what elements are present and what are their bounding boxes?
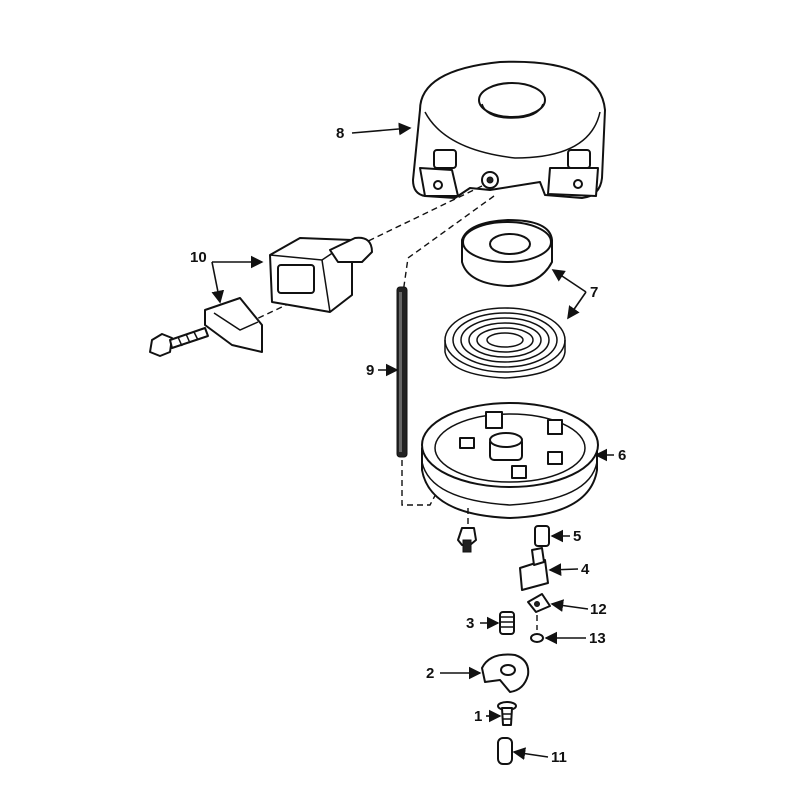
pin (497, 737, 513, 765)
spring-cup (461, 219, 553, 287)
rope-routing-line-2 (401, 195, 495, 301)
callout-3: 3 (466, 615, 474, 632)
callout-12: 12 (590, 601, 607, 618)
starter-pulley (421, 402, 599, 519)
callout-8: 8 (336, 125, 344, 142)
starter-handle (269, 236, 373, 313)
retainer-screw (149, 327, 209, 357)
callout-4: 4 (581, 561, 590, 578)
rope-routing-line (359, 185, 483, 246)
callout-6: 6 (618, 447, 626, 464)
callout-9: 9 (366, 362, 374, 379)
link (527, 593, 551, 613)
callout-7: 7 (590, 284, 598, 301)
center-screw (497, 701, 517, 726)
callout-2: 2 (426, 665, 434, 682)
starter-rope (396, 286, 408, 458)
pulley-screw (457, 508, 477, 553)
brake-spring (499, 611, 515, 635)
pawl (519, 547, 549, 591)
washer (530, 615, 544, 643)
callout-5: 5 (573, 528, 581, 545)
recoil-spring (444, 307, 566, 379)
callout-11: 11 (551, 749, 567, 766)
callout-10: 10 (190, 249, 207, 266)
rope-routing-line-3 (401, 450, 439, 506)
pawl-spring (534, 525, 550, 547)
brake-plate (481, 653, 530, 693)
callout-13: 13 (589, 630, 606, 647)
callout-labels: 8 10 7 9 6 5 4 12 3 13 2 1 11 (190, 125, 626, 766)
starter-housing (412, 60, 606, 199)
callout-leaders (211, 122, 614, 760)
handle-retainer (204, 297, 263, 353)
callout-1: 1 (474, 708, 482, 725)
